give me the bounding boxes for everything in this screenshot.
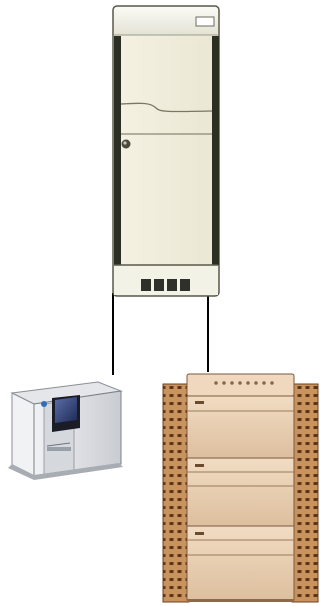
storage-array-icon — [163, 374, 318, 602]
server-tower-icon — [113, 6, 219, 296]
tape-library-icon — [8, 382, 123, 480]
connector-lines — [113, 293, 208, 375]
